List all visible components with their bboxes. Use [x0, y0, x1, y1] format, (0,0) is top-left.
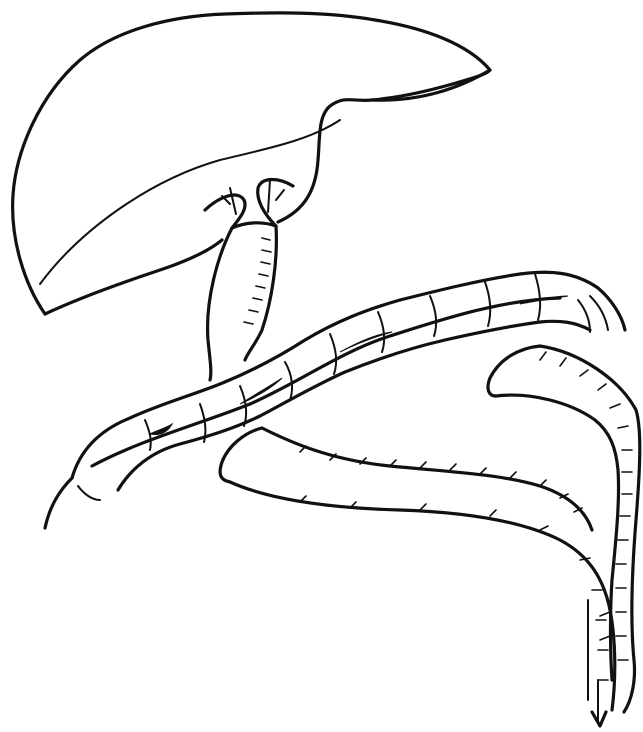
bile-duct-icon: [205, 180, 293, 381]
jejunal-limb-icon: [220, 428, 615, 726]
jejunal-loop-icon: [488, 346, 640, 712]
transverse-colon-icon: [45, 272, 625, 528]
liver-icon: [13, 13, 490, 314]
